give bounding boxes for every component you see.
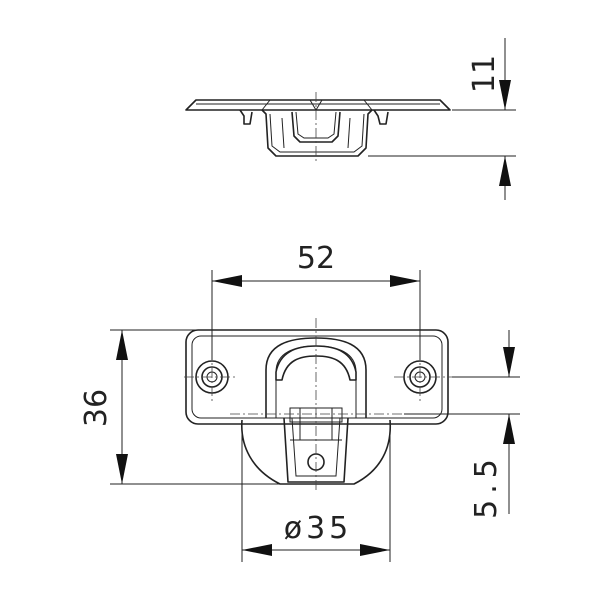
side-view-body — [261, 109, 373, 157]
cup-outline — [241, 419, 392, 485]
dim-height-plate: 36 — [79, 389, 114, 427]
dim-offset: 5.5 — [469, 453, 504, 519]
side-view-right-tab — [373, 109, 389, 125]
dim-width-holes: 52 — [297, 241, 335, 276]
dim-height-top: 11 — [467, 55, 502, 93]
dim-cup-diameter: ø35 — [284, 511, 353, 546]
front-view: 52 36 5.5 ø35 — [79, 241, 520, 562]
side-view-flange — [185, 99, 451, 111]
side-view-left-tab — [239, 109, 253, 125]
side-view: 11 — [185, 38, 516, 200]
